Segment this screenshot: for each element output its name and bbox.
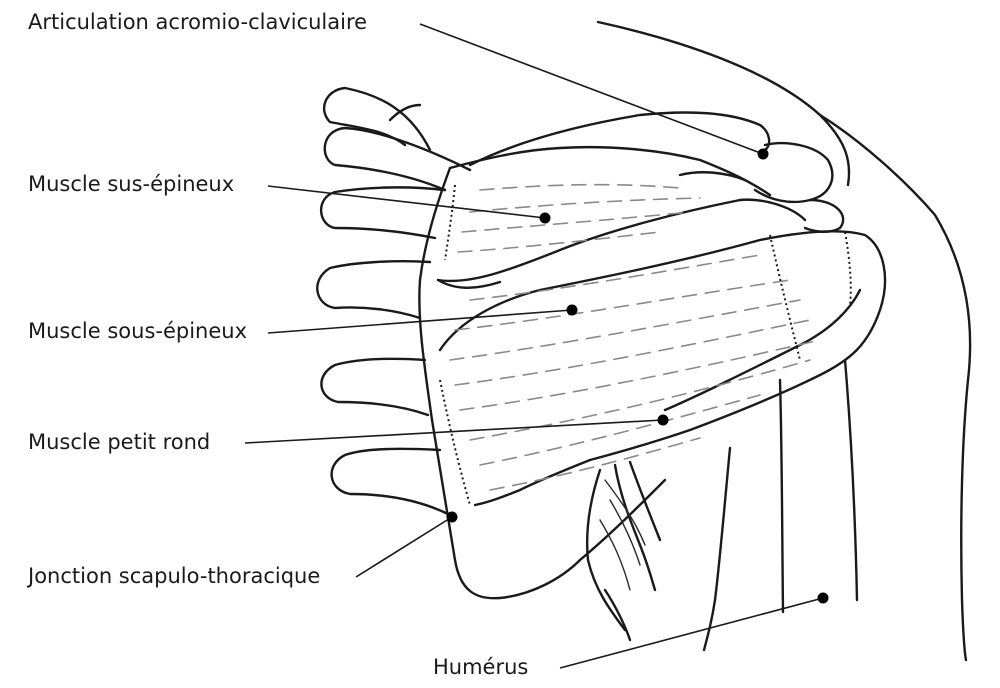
lower-muscle-strands <box>587 462 660 640</box>
muscle-fibers <box>440 185 851 505</box>
clavicle-acromion <box>470 112 843 231</box>
leader-lines <box>245 24 823 668</box>
label-humerus: Humérus <box>433 657 528 678</box>
label-sous-epineux: Muscle sous-épineux <box>28 321 247 342</box>
dot-sous-epineux <box>567 305 578 316</box>
leader-petit-rond <box>245 420 663 443</box>
leader-scapulo <box>356 517 452 577</box>
dot-scapulo <box>447 512 458 523</box>
label-sus-epineux: Muscle sus-épineux <box>28 174 234 195</box>
leader-acromio <box>420 24 763 154</box>
label-petit-rond: Muscle petit rond <box>28 432 210 453</box>
dot-petit-rond <box>658 415 669 426</box>
posterior-muscles <box>475 231 885 505</box>
dot-acromio <box>758 149 769 160</box>
pointer-dots <box>447 149 829 604</box>
label-scapulo-thoracique: Jonction scapulo-thoracique <box>28 566 320 587</box>
body-outline <box>598 22 970 660</box>
label-acromio-claviculaire: Articulation acromio-claviculaire <box>28 12 367 33</box>
dot-sus-epineux <box>540 213 551 224</box>
dot-humerus <box>818 593 829 604</box>
leader-sus-epineux <box>268 186 545 218</box>
leader-humerus <box>560 598 823 668</box>
ribs <box>317 88 470 515</box>
scapula <box>419 147 770 598</box>
